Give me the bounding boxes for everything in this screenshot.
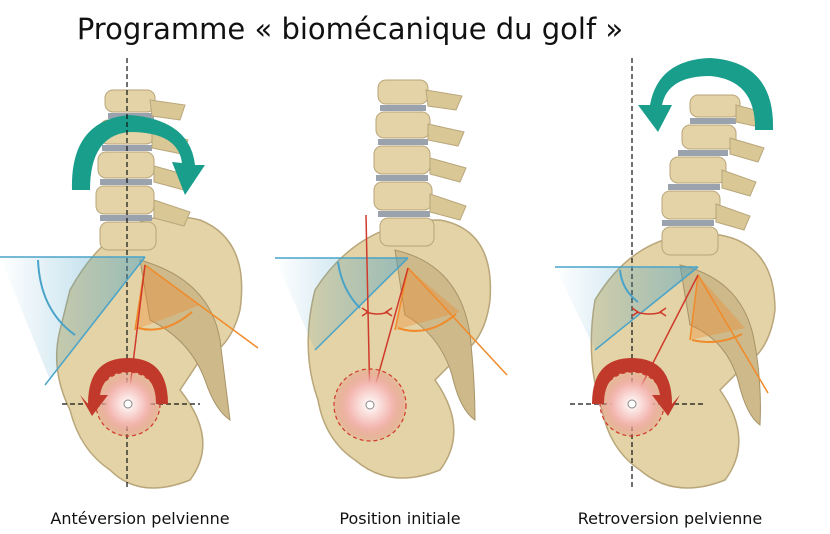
orange-line-2: [689, 274, 699, 341]
orange-angle-fill: [135, 265, 200, 330]
caption-retroversion: Retroversion pelvienne: [577, 509, 763, 528]
anteversion-illustration: [0, 58, 259, 490]
panel-initial: [270, 50, 540, 500]
rotation-arrow-clockwise: [71, 115, 205, 195]
spine: [661, 94, 771, 256]
hip-center-dot: [627, 399, 637, 409]
orange-angle-arc: [691, 333, 743, 343]
rotation-arrow-counterclockwise: [638, 58, 774, 132]
orange-angle-arc: [137, 311, 193, 331]
hip-rotation-arrow: [80, 358, 168, 416]
orange-line: [144, 264, 259, 349]
blue-angle-arc: [337, 261, 361, 309]
retroversion-illustration: [555, 58, 776, 490]
hip-rotation-arrow: [592, 358, 680, 416]
page-title: Programme « biomécanique du golf »: [76, 12, 624, 46]
caption-initial: Position initiale: [339, 509, 461, 528]
red-angle-arc: [631, 307, 667, 317]
red-angle-arc: [361, 307, 393, 317]
blue-tilted-line: [314, 257, 409, 351]
orange-line: [407, 267, 508, 376]
blue-angle-arc: [37, 259, 76, 336]
blue-angle-fill: [0, 257, 145, 380]
panel-retroversion: [550, 50, 820, 500]
blue-tilted-line: [44, 256, 146, 386]
blue-angle-arc: [619, 269, 639, 303]
caption-anteversion: Antéversion pelvienne: [50, 509, 230, 528]
blue-tilted-line: [594, 266, 699, 351]
blue-angle-fill: [555, 267, 698, 350]
orange-angle-arc: [397, 313, 457, 332]
orange-line: [697, 274, 769, 394]
hip-center-dot: [365, 400, 375, 410]
hip-center-dot: [123, 399, 133, 409]
panel-anteversion: [0, 50, 270, 500]
spine: [373, 79, 467, 247]
orange-angle-fill: [395, 268, 460, 330]
blue-angle-fill: [275, 258, 408, 350]
initial-position-illustration: [275, 79, 508, 479]
